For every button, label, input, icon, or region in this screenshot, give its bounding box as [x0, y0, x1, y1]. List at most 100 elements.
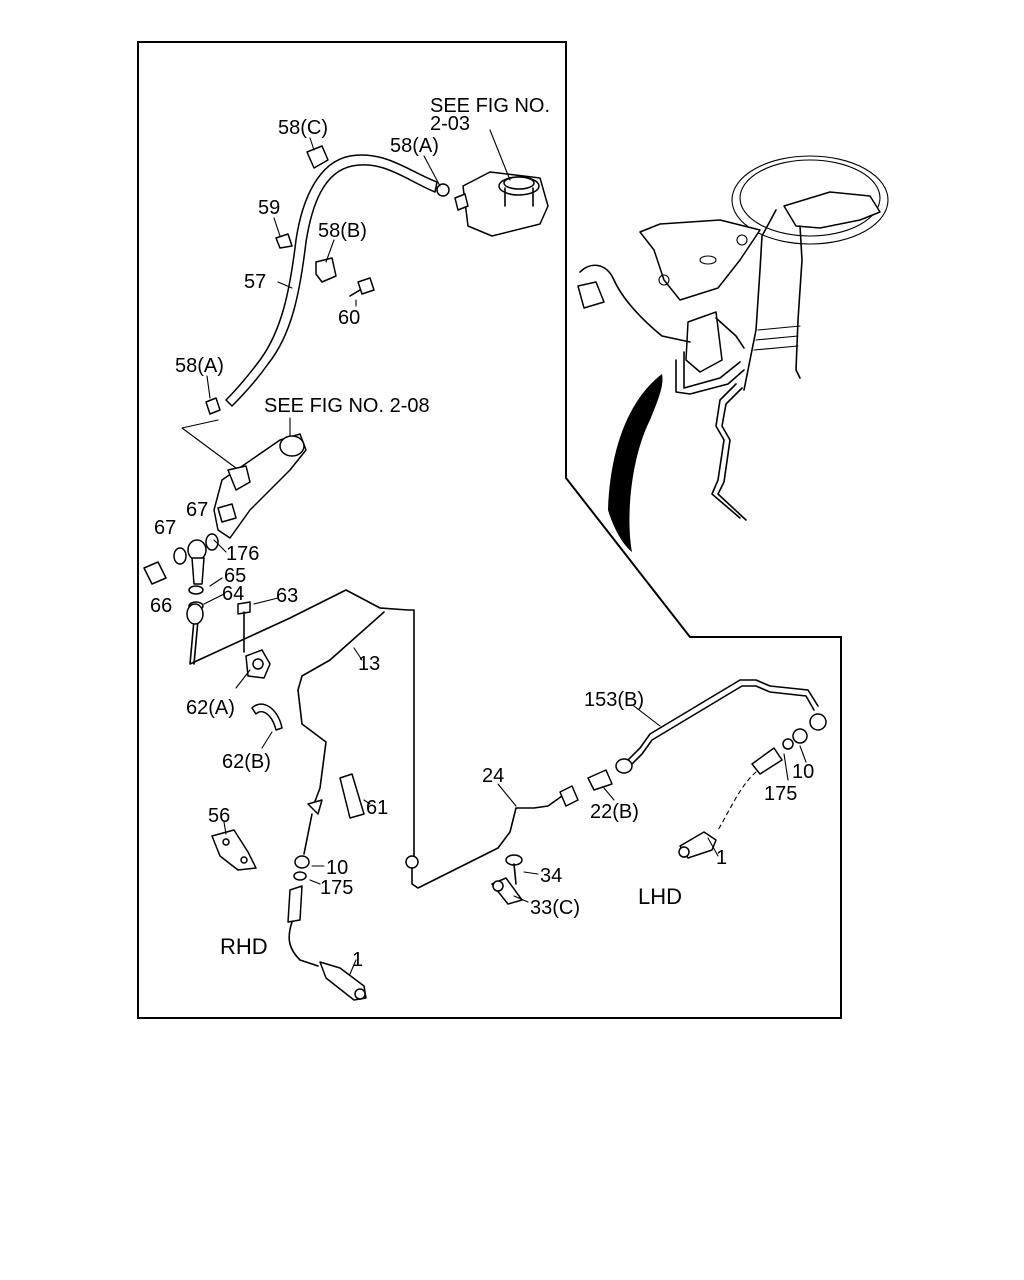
leader-64	[203, 593, 225, 605]
label-67-left: 67	[154, 517, 176, 539]
reservoir-tank	[454, 171, 549, 237]
label-10-lhd: 10	[792, 761, 814, 783]
label-60: 60	[338, 307, 360, 329]
label-58a-left: 58(A)	[175, 355, 224, 377]
leader-1-rhd	[349, 959, 357, 975]
master-cylinder	[213, 433, 307, 539]
label-59: 59	[258, 197, 280, 219]
label-62b: 62(B)	[222, 751, 271, 773]
see-fig-203-label-2: 2-03	[430, 113, 470, 135]
leader-1-lhd	[707, 837, 719, 857]
label-175-lhd: 175	[764, 783, 797, 805]
label-67-right: 67	[186, 499, 208, 521]
label-61: 61	[366, 797, 388, 819]
pipe-rhd-lower	[288, 921, 319, 967]
pipe-from-cylinder-b	[193, 619, 199, 665]
label-10-rhd: 10	[326, 857, 348, 879]
pipe-rhd-drop	[303, 813, 313, 855]
cylinder-1-lhd	[678, 831, 717, 859]
lhd-label: LHD	[638, 884, 682, 909]
label-13: 13	[358, 653, 380, 675]
label-58a-top: 58(A)	[390, 135, 439, 157]
label-58b: 58(B)	[318, 220, 367, 242]
pipe-153b-b	[625, 685, 815, 771]
leader-57	[277, 281, 293, 289]
clamp-58b	[315, 257, 337, 283]
label-34: 34	[540, 865, 562, 887]
washer-10-lhd	[792, 728, 808, 744]
leader-58a-left	[206, 375, 211, 399]
leader-58c	[309, 137, 315, 151]
washer-175-lhd	[782, 738, 794, 750]
label-66: 66	[150, 595, 172, 617]
label-63: 63	[276, 585, 298, 607]
rhd-label: RHD	[220, 934, 268, 959]
leader-33c	[513, 895, 529, 903]
label-1-rhd: 1	[352, 949, 363, 971]
label-153b: 153(B)	[584, 689, 644, 711]
label-62a: 62(A)	[186, 697, 235, 719]
leader-34	[523, 871, 539, 875]
cylinder-1-rhd	[319, 961, 367, 1001]
leader-22b	[603, 787, 615, 801]
bracket-62a	[245, 649, 271, 679]
leader-65	[209, 577, 223, 587]
fitting-lhd	[751, 747, 783, 775]
washer-175-rhd	[293, 871, 307, 881]
leader-176	[213, 539, 227, 553]
clamp-58c	[306, 145, 329, 169]
label-58c: 58(C)	[278, 117, 328, 139]
label-65: 65	[224, 565, 246, 587]
washer-65	[188, 585, 204, 595]
washer-10-rhd	[294, 855, 310, 869]
bracket-56	[211, 829, 257, 871]
label-64: 64	[222, 583, 244, 605]
pipe-24	[411, 795, 563, 889]
union-24	[559, 785, 579, 807]
leader-10-175-lhd	[783, 745, 807, 781]
leader-58a-top	[423, 155, 441, 187]
union-176	[187, 539, 207, 585]
see-fig-203-label-1: SEE FIG NO.	[430, 95, 550, 117]
label-1-lhd: 1	[716, 847, 727, 869]
fitting-22b	[587, 769, 613, 791]
clamp-58a-top	[436, 183, 450, 197]
nut-rhd	[307, 799, 323, 815]
label-33c: 33(C)	[530, 897, 580, 919]
leader-62b	[261, 731, 273, 749]
pipe-lhd-dashed	[717, 771, 757, 831]
see-fig-208-label: SEE FIG NO. 2-08	[264, 395, 430, 417]
leader-62a	[235, 669, 251, 689]
pipe-153b	[623, 679, 819, 765]
leader-13	[353, 647, 363, 661]
see-fig-203-leader	[489, 129, 511, 181]
bolt-34	[505, 854, 523, 885]
leader-56	[223, 821, 227, 835]
pipe-24-fitting	[405, 855, 419, 869]
leader-10-175-rhd	[309, 865, 325, 885]
bolt-66	[143, 561, 167, 585]
clip-59	[275, 233, 293, 249]
pipe-fitting	[186, 603, 204, 625]
bolt-63	[237, 601, 251, 653]
nut-153b-right	[809, 713, 827, 731]
clamp-62b	[251, 703, 283, 731]
label-22b: 22(B)	[590, 801, 639, 823]
label-57: 57	[244, 271, 266, 293]
clamp-58a-left	[205, 397, 221, 415]
leader-59	[273, 217, 281, 237]
leader-61	[363, 799, 371, 805]
connector-dashes	[181, 419, 245, 475]
pedal-assembly	[577, 155, 889, 552]
clip-33c	[491, 877, 523, 905]
leader-24	[497, 783, 517, 807]
washer-67-right	[205, 533, 219, 551]
label-24: 24	[482, 765, 504, 787]
leader-63	[253, 597, 279, 605]
leader-58b	[325, 239, 335, 263]
bolt-60	[349, 277, 375, 297]
leader-153b	[633, 705, 661, 727]
nut-153b-left	[615, 758, 633, 774]
pipe-from-cylinder	[189, 589, 415, 861]
